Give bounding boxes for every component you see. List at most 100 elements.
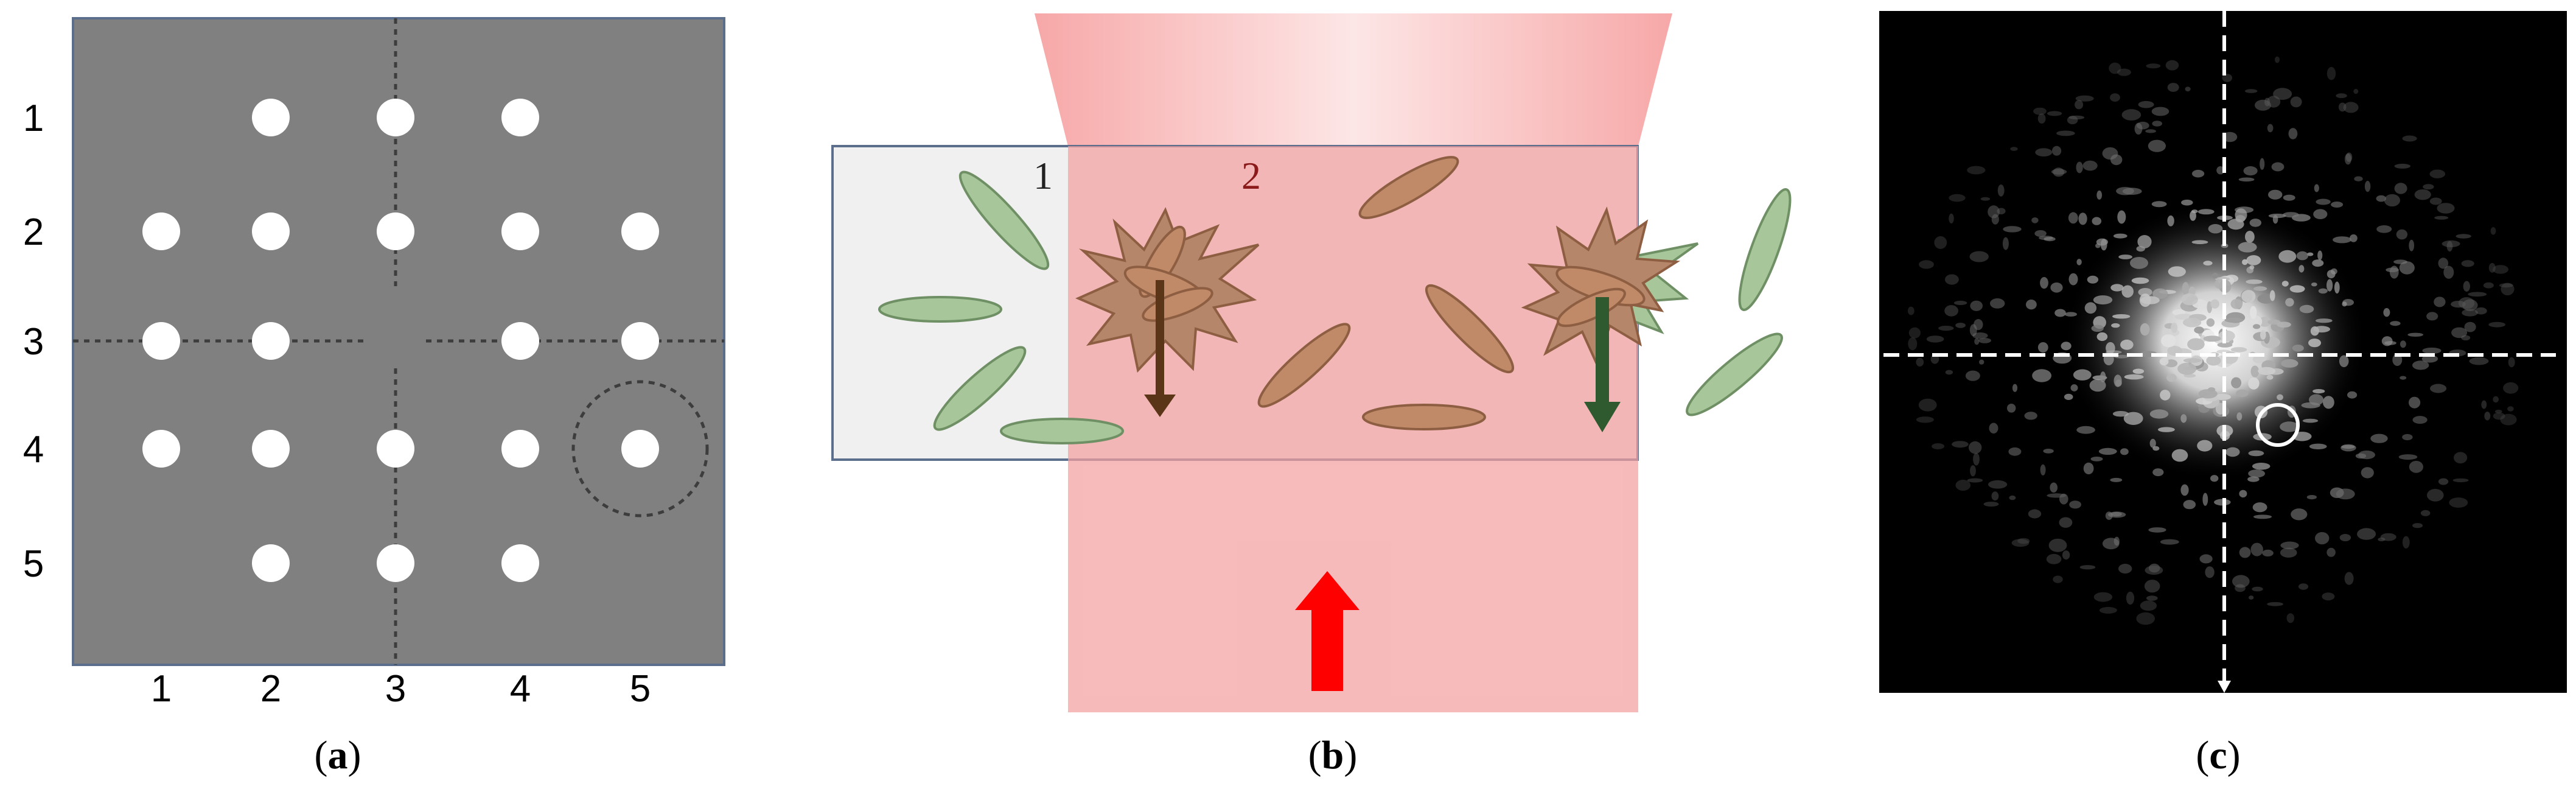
speckle-grain: [1952, 441, 1969, 448]
speckle-grain: [2483, 282, 2494, 289]
speckle-grain: [2032, 369, 2052, 382]
speckle-grain: [2113, 233, 2127, 239]
settling-arrow-brown: [1144, 280, 1176, 417]
arrow-shaft: [1596, 297, 1609, 404]
speckle-grain: [2064, 393, 2073, 401]
speckle-grain: [2326, 66, 2336, 80]
speckle-grain: [2490, 227, 2496, 235]
speckle-grain: [2336, 488, 2355, 500]
speckle-grain: [2166, 373, 2177, 382]
speckle-grain: [2120, 339, 2134, 350]
speckle-grain: [1970, 300, 1983, 311]
hole-dot: [142, 430, 180, 468]
speckle-grain: [1969, 441, 1982, 454]
green-particle: [878, 296, 1002, 323]
speckle-grain: [2167, 83, 2179, 92]
speckle-grain: [2358, 451, 2376, 460]
speckle-grain: [2253, 324, 2261, 329]
speckle-grain: [2182, 282, 2190, 295]
speckle-grain: [2190, 211, 2196, 221]
speckle-grain: [2326, 547, 2336, 557]
speckle-grain: [2199, 554, 2213, 564]
speckle-grain: [2341, 444, 2355, 449]
hole-dot: [501, 322, 539, 360]
green-particle: [933, 346, 1027, 431]
speckle-grain: [2008, 447, 2022, 456]
hole-dot: [252, 322, 290, 360]
speckle-grain: [2384, 194, 2400, 207]
hole-dot: [377, 99, 414, 136]
speckle-grain: [2267, 124, 2274, 133]
speckle-grain: [2409, 460, 2423, 473]
speckle-grain: [2075, 95, 2094, 102]
speckle-grain: [2037, 342, 2048, 353]
speckle-grain: [2427, 489, 2444, 502]
arrow-head: [1295, 571, 1360, 610]
speckle-grain: [2206, 356, 2221, 366]
speckle-grain: [2421, 355, 2438, 363]
speckle-grain: [2218, 330, 2235, 342]
hole-dot: [621, 322, 659, 360]
speckle-grain: [2292, 345, 2304, 352]
speckle-grain: [2067, 116, 2078, 125]
speckle-grain: [2203, 335, 2221, 342]
speckle-grain: [1979, 359, 1984, 365]
speckle-grain: [2034, 230, 2047, 237]
speckle-grain: [2117, 210, 2126, 224]
speckle-grain: [2318, 288, 2328, 294]
speckle-grain: [2412, 360, 2429, 370]
speckle-grain: [2323, 396, 2334, 409]
speckle-grain: [2183, 358, 2202, 363]
speckle-grain: [2331, 202, 2344, 208]
speckle-grain: [1916, 357, 1924, 367]
speckle-grain: [1926, 335, 1944, 343]
speckle-grain: [2268, 189, 2283, 200]
speckle-grain: [2306, 252, 2314, 256]
speckle-grain: [2402, 135, 2417, 142]
hole-dots: [142, 99, 659, 582]
speckle-grain: [2242, 259, 2248, 265]
speckle-grain: [2217, 342, 2233, 348]
settling-arrow-green: [1584, 297, 1621, 432]
speckle-grain: [2354, 176, 2363, 181]
speckle-grain: [2037, 113, 2046, 124]
hole-dot: [501, 544, 539, 582]
speckle-grain: [2052, 146, 2062, 156]
speckle-grain: [2138, 288, 2152, 297]
speckle-grain: [2252, 502, 2267, 513]
speckle-grain: [2283, 194, 2295, 201]
speckle-grain: [2026, 300, 2037, 310]
row-label: 4: [23, 429, 44, 471]
speckle-grain: [2130, 257, 2148, 269]
speckle-grain: [2246, 279, 2263, 284]
speckle-grain: [2253, 514, 2272, 519]
speckle-grain: [2326, 279, 2333, 292]
brown-particle: [1362, 404, 1486, 430]
speckle-grain: [2046, 553, 2062, 564]
speckle-grain: [2253, 286, 2267, 291]
speckle-grain: [1955, 323, 1966, 328]
speckle-grain: [2206, 318, 2215, 327]
speckle-grain: [1978, 338, 1991, 343]
speckle-grain: [2093, 592, 2113, 602]
speckle-grain: [1973, 452, 1980, 466]
speckle-grain: [1972, 332, 1988, 339]
speckle-grain: [2277, 394, 2283, 401]
speckle-grain: [2044, 237, 2056, 242]
speckle-grain: [2280, 547, 2297, 558]
speckle-grain: [2423, 184, 2434, 190]
speckle-grain: [2076, 161, 2083, 174]
speckle-grain: [2183, 500, 2196, 510]
speckle-grain: [2144, 580, 2160, 593]
beam-top-trapezoid: [1035, 13, 1672, 146]
speckle-grain: [2191, 209, 2198, 214]
speckle-grain: [2092, 217, 2102, 225]
speckle-grain: [2225, 447, 2240, 457]
speckle-grain: [2062, 550, 2070, 560]
row-label: 2: [23, 211, 44, 253]
speckle-grain: [2152, 288, 2168, 300]
speckle-grain: [2224, 317, 2244, 323]
speckle-grain: [2317, 250, 2323, 261]
speckle-grain: [2389, 265, 2399, 279]
